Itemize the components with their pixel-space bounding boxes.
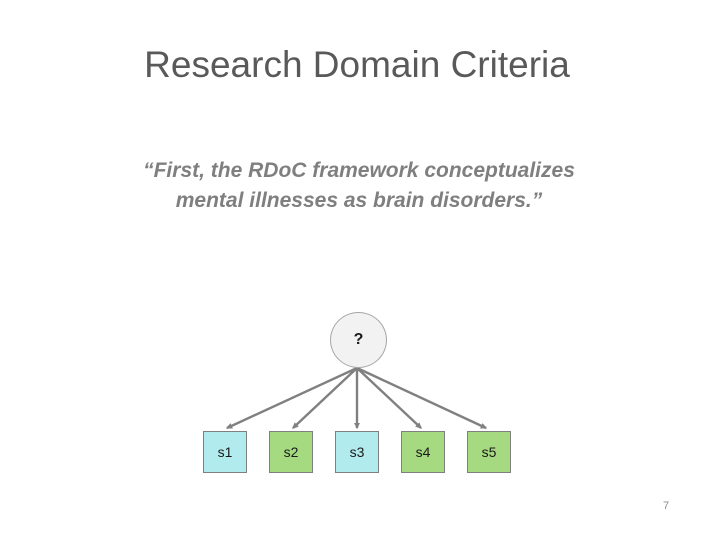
indicator-label: s2: [283, 444, 299, 460]
indicator-label: s1: [217, 444, 233, 460]
latent-variable-label: ?: [353, 331, 364, 348]
indicator-box-s1: s1: [203, 431, 247, 473]
quote-block: “First, the RDoC framework conceptualize…: [0, 156, 718, 216]
page-number: 7: [663, 500, 670, 512]
quote-line-2: mental illnesses as brain disorders.”: [175, 189, 543, 212]
indicator-label: s5: [481, 444, 497, 460]
indicator-box-s2: s2: [269, 431, 313, 473]
indicator-box-s3: s3: [335, 431, 379, 473]
indicator-box-s4: s4: [401, 431, 445, 473]
indicator-label: s3: [349, 444, 365, 460]
slide-title: Research Domain Criteria: [144, 44, 570, 85]
indicator-box-s5: s5: [467, 431, 511, 473]
indicator-label: s4: [415, 444, 431, 460]
latent-variable-node: ?: [330, 312, 387, 368]
quote-line-1: “First, the RDoC framework conceptualize…: [143, 159, 575, 182]
